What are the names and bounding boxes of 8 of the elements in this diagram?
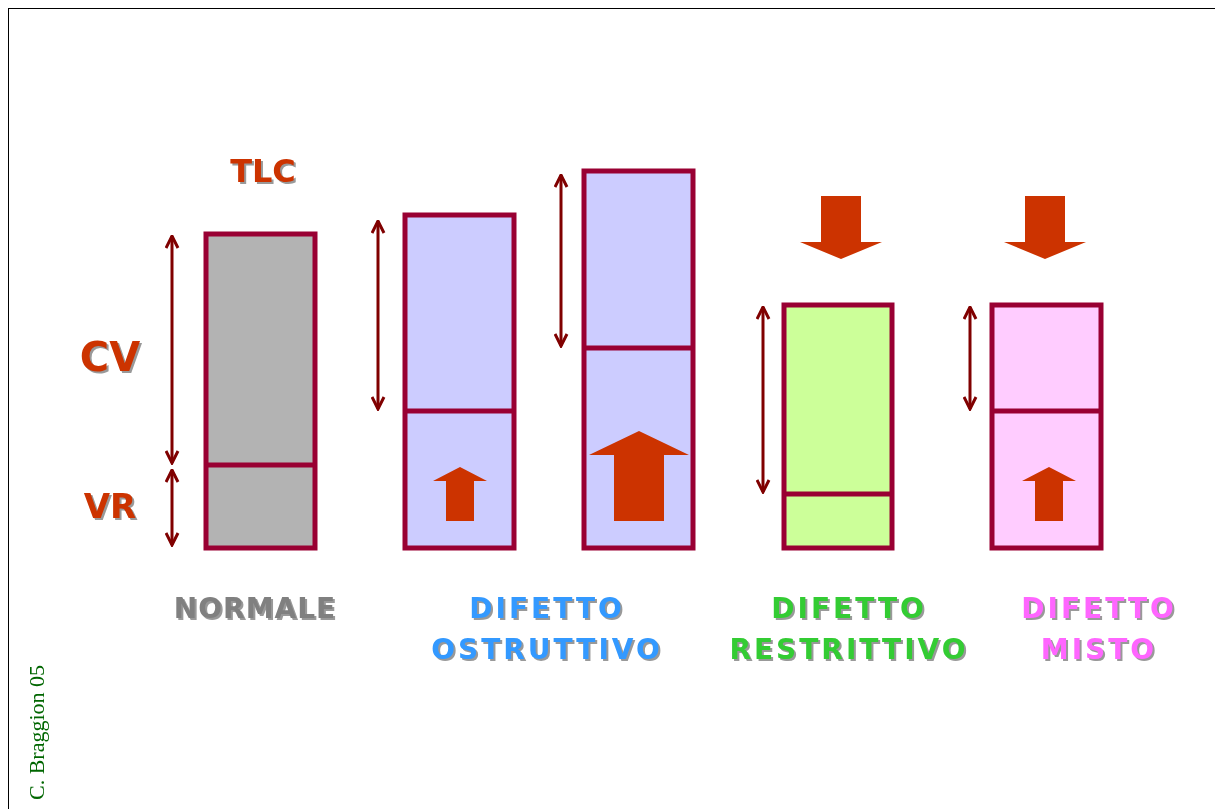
category-label: DIFETTO RESTRITTIVO — [728, 591, 970, 668]
category-label: DIFETTO OSTRUTTIVO — [430, 591, 664, 668]
category-label: DIFETTO MISTO — [1020, 591, 1178, 668]
volume-label: CV — [79, 333, 141, 382]
volume-label: TLC — [230, 151, 296, 192]
volume-label: VR — [83, 485, 137, 528]
author-credit: C. Braggion 05 — [26, 664, 48, 800]
category-label: NORMALE — [172, 591, 338, 627]
